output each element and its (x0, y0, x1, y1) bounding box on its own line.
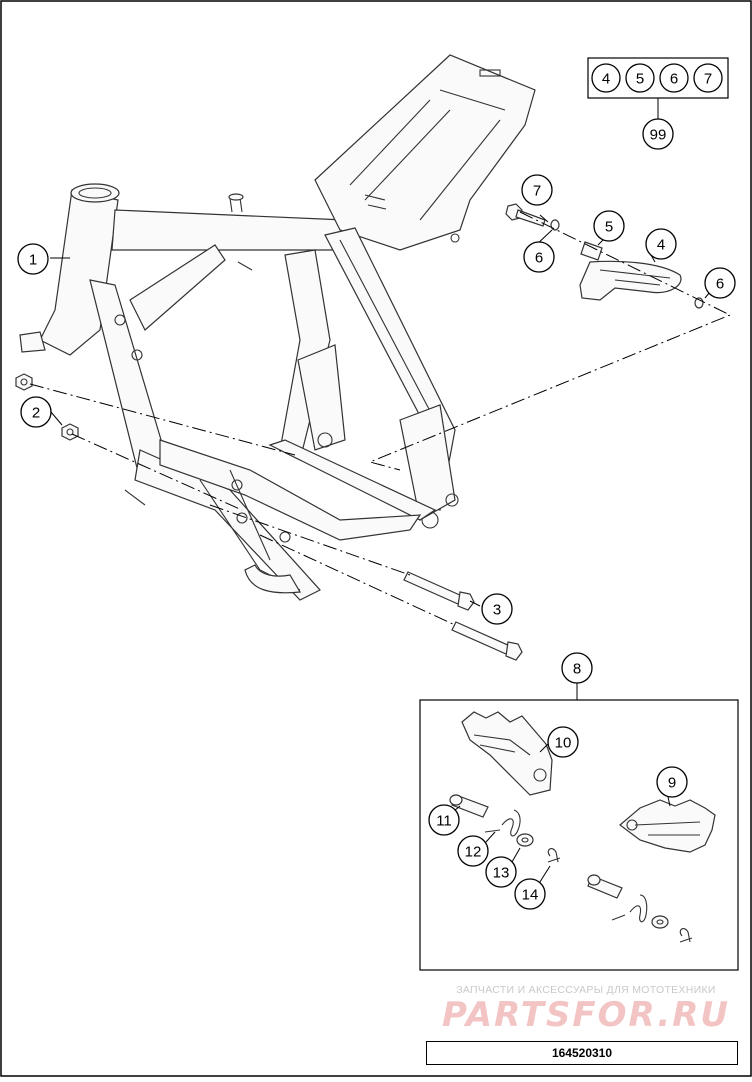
kit-box-item-5: 5 (625, 63, 655, 93)
lower-cradle-right (159, 439, 422, 541)
callout-3: 3 (481, 593, 513, 625)
svg-text:11: 11 (436, 813, 452, 830)
kit-box-item-7: 7 (693, 63, 723, 93)
callout-12: 12 (457, 835, 489, 867)
steering-head-top (70, 183, 120, 203)
kit-box-item-6: 6 (659, 63, 689, 93)
nut-part-2 (15, 373, 79, 441)
footpeg-part-9 (619, 799, 716, 853)
svg-text:10: 10 (555, 735, 572, 752)
callout-7: 7 (521, 174, 553, 206)
callout-9: 9 (656, 766, 688, 798)
callout-group: 1 2 3 7 5 4 6 6 99 8 10 9 11 12 13 14 4 … (17, 63, 736, 910)
pivot-plate-right (399, 404, 456, 521)
top-tube (111, 209, 351, 251)
callout-13: 13 (485, 856, 517, 888)
washer-part-6-upper (550, 219, 560, 231)
svg-text:99: 99 (650, 127, 667, 144)
svg-text:1: 1 (29, 252, 37, 269)
cross-tube (268, 439, 437, 521)
callout-2: 2 (20, 396, 52, 428)
svg-text:6: 6 (670, 71, 678, 88)
callout-10: 10 (547, 726, 579, 758)
callout-99: 99 (642, 118, 674, 150)
svg-text:9: 9 (668, 775, 676, 792)
svg-text:7: 7 (533, 183, 541, 200)
down-tube-brace (129, 244, 226, 331)
watermark-logo: PARTSFOR.RU (441, 995, 731, 1035)
svg-text:2: 2 (32, 405, 40, 422)
svg-text:3: 3 (493, 602, 501, 619)
document-id-box: 164520310 (426, 1041, 738, 1065)
rear-subframe (314, 54, 536, 251)
footpeg-part-10 (461, 711, 553, 796)
callout-8: 8 (561, 652, 593, 684)
svg-text:4: 4 (657, 237, 665, 254)
bushing-part-5 (580, 241, 603, 261)
svg-text:8: 8 (573, 661, 581, 678)
washer-part-13 (516, 833, 669, 929)
frame-illustration (19, 54, 536, 601)
callout-6-upper: 6 (523, 241, 555, 273)
assembly-lines (29, 211, 732, 626)
side-stand-assembly (505, 203, 704, 309)
svg-text:13: 13 (493, 865, 510, 882)
callout-1: 1 (17, 243, 49, 275)
watermark-tagline: ЗАПЧАСТИ И АКСЕССУАРЫ ДЛЯ МОТОТЕХНИКИ (456, 984, 716, 996)
svg-text:14: 14 (522, 887, 539, 904)
callout-4: 4 (645, 228, 677, 260)
svg-text:6: 6 (716, 276, 724, 293)
svg-text:5: 5 (605, 219, 613, 236)
callout-14: 14 (514, 878, 546, 910)
kit-box-item-4: 4 (591, 63, 621, 93)
side-stand-part-4 (579, 260, 682, 301)
spring-part-12 (484, 809, 648, 923)
watermark: ЗАПЧАСТИ И АКСЕССУАРЫ ДЛЯ МОТОТЕХНИКИ PA… (430, 984, 742, 1034)
callout-5: 5 (593, 210, 625, 242)
svg-text:5: 5 (636, 71, 644, 88)
pin-part-11 (449, 794, 623, 899)
clip-part-14 (547, 848, 693, 943)
bolt-part-3 (403, 571, 523, 661)
callout-11: 11 (428, 804, 460, 836)
svg-text:6: 6 (535, 250, 543, 267)
callout-6-lower: 6 (704, 267, 736, 299)
pivot-plate-left (297, 344, 346, 451)
svg-text:4: 4 (602, 71, 610, 88)
svg-text:7: 7 (704, 71, 712, 88)
svg-text:12: 12 (465, 844, 482, 861)
document-id: 164520310 (551, 1046, 613, 1060)
